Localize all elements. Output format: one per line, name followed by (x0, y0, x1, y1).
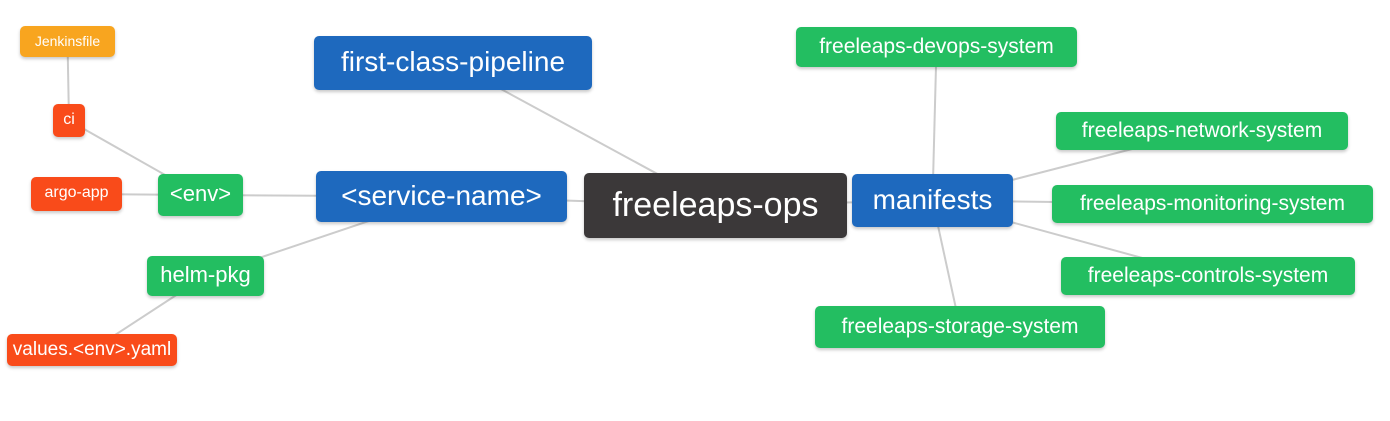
node-label: values.<env>.yaml (12, 338, 172, 360)
node-label: freeleaps-ops (612, 185, 819, 224)
node-label: freeleaps-controls-system (1087, 263, 1329, 287)
node-label: freeleaps-network-system (1081, 118, 1323, 142)
node-argo-app[interactable]: argo-app (31, 177, 122, 211)
node-env[interactable]: <env> (158, 174, 243, 216)
node-first-class-pipeline[interactable]: first-class-pipeline (314, 36, 592, 90)
node-freeleaps-devops-system[interactable]: freeleaps-devops-system (796, 27, 1077, 67)
node-label: <env> (169, 181, 232, 206)
node-label: <service-name> (341, 179, 542, 211)
node-label: freeleaps-monitoring-system (1080, 191, 1345, 215)
node-freeleaps-storage-system[interactable]: freeleaps-storage-system (815, 306, 1105, 348)
node-freeleaps-monitoring-system[interactable]: freeleaps-monitoring-system (1052, 185, 1373, 223)
node-label: helm-pkg (160, 262, 251, 287)
node-label: argo-app (44, 184, 109, 201)
node-values-env-yaml[interactable]: values.<env>.yaml (7, 334, 177, 366)
node-jenkinsfile[interactable]: Jenkinsfile (20, 26, 115, 57)
node-label: first-class-pipeline (340, 46, 566, 77)
node-label: manifests (872, 183, 993, 215)
node-ci[interactable]: ci (53, 104, 85, 137)
node-manifests[interactable]: manifests (852, 174, 1013, 227)
node-label: Jenkinsfile (34, 32, 101, 49)
node-freeleaps-controls-system[interactable]: freeleaps-controls-system (1061, 257, 1355, 295)
node-label: freeleaps-storage-system (841, 314, 1079, 338)
node-helm-pkg[interactable]: helm-pkg (147, 256, 264, 296)
node-freeleaps-network-system[interactable]: freeleaps-network-system (1056, 112, 1348, 150)
node-service-name[interactable]: <service-name> (316, 171, 567, 222)
node-freeleaps-ops[interactable]: freeleaps-ops (584, 173, 847, 238)
node-label: ci (63, 110, 75, 128)
node-label: freeleaps-devops-system (819, 34, 1054, 58)
